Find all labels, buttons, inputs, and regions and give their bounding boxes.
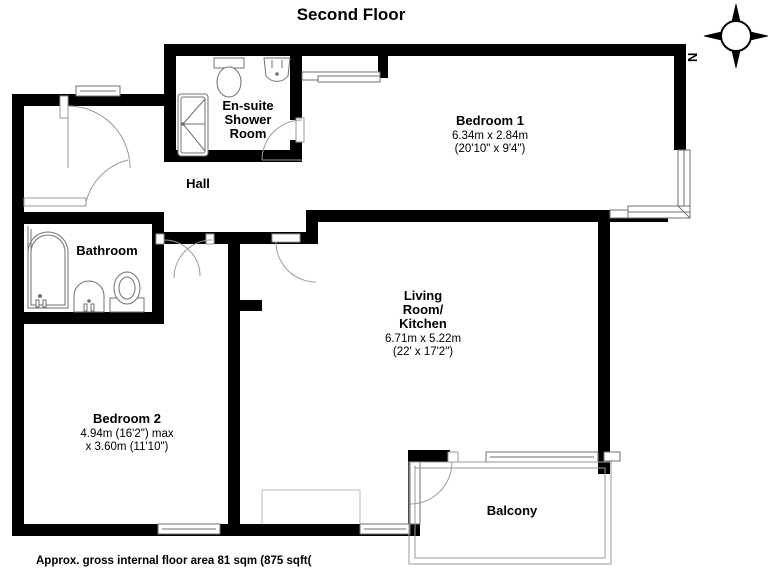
wall-bathroom-bottom bbox=[12, 312, 164, 324]
bedroom1-name: Bedroom 1 bbox=[456, 113, 524, 128]
wall-topleft-horizontal bbox=[12, 94, 164, 106]
toilet-icon-ensuite bbox=[213, 57, 245, 98]
fixtures-group bbox=[27, 57, 291, 313]
wall-right-bed1 bbox=[674, 44, 686, 150]
ensuite-name-1: En-suite bbox=[222, 98, 273, 113]
wall-bed2-left bbox=[12, 312, 24, 536]
ensuite-name-2: Shower bbox=[225, 112, 272, 127]
compass-north-label: N bbox=[685, 53, 700, 62]
bedroom2-name: Bedroom 2 bbox=[93, 411, 161, 426]
doors-group bbox=[23, 95, 459, 524]
bedroom2-dim-imperial: x 3.60m (11'10") bbox=[86, 441, 169, 453]
kitchen-partition-line bbox=[261, 489, 361, 524]
wall-top-main bbox=[164, 44, 686, 56]
page-title: Second Floor bbox=[297, 5, 406, 24]
shower-tray-icon bbox=[177, 93, 209, 157]
wall-left-outer-upper bbox=[12, 94, 24, 224]
door-store bbox=[59, 95, 131, 169]
wall-central-vertical bbox=[228, 232, 240, 524]
door-balcony bbox=[409, 451, 459, 505]
bedroom2-dim-metric: 4.94m (16'2") max bbox=[80, 428, 173, 440]
living-name-1: Living bbox=[404, 288, 442, 303]
room-label-living: Living Room/ Kitchen 6.71m x 5.22m (22' … bbox=[385, 288, 461, 358]
bedroom1-dim-metric: 6.34m x 2.84m bbox=[452, 130, 528, 142]
bedroom1-dim-imperial: (20'10" x 9'4") bbox=[455, 143, 526, 155]
wall-ensuite-right bbox=[290, 56, 302, 120]
window-bed2-bottom bbox=[157, 523, 221, 535]
window-living-right-upper bbox=[609, 209, 629, 219]
compass-rose: N bbox=[685, 3, 768, 69]
living-name-3: Kitchen bbox=[399, 316, 447, 331]
wall-closet-right bbox=[378, 56, 388, 78]
room-label-bedroom1: Bedroom 1 6.34m x 2.84m (20'10" x 9'4") bbox=[452, 113, 528, 155]
door-living bbox=[271, 233, 317, 283]
wall-bathroom-right bbox=[152, 212, 164, 324]
wall-bathroom-left bbox=[12, 212, 24, 336]
wall-living-top bbox=[306, 210, 610, 222]
wall-central-stub bbox=[228, 300, 262, 311]
windows-group bbox=[75, 71, 691, 565]
door-store-inner bbox=[23, 159, 129, 207]
window-living-bottom bbox=[359, 523, 411, 535]
window-bed1-bay bbox=[627, 149, 691, 219]
balcony-outline bbox=[408, 461, 612, 565]
wall-ensuite-left bbox=[164, 44, 176, 162]
wall-living-right bbox=[598, 210, 610, 460]
bathtub-icon bbox=[27, 226, 69, 309]
wash-basin-icon-bathroom bbox=[73, 280, 105, 313]
toilet-icon-bathroom bbox=[109, 271, 145, 313]
living-name-2: Room/ bbox=[403, 302, 444, 317]
balcony-name: Balcony bbox=[487, 503, 538, 518]
wash-basin-icon-ensuite bbox=[263, 57, 291, 82]
door-ensuite bbox=[261, 117, 305, 161]
floor-area-footer: Approx. gross internal floor area 81 sqm… bbox=[36, 555, 312, 567]
window-living-right-lower bbox=[603, 451, 621, 462]
wall-hall-bottom-left bbox=[164, 232, 212, 244]
wall-living-bottom-step-h bbox=[408, 450, 450, 462]
room-label-bedroom2: Bedroom 2 4.94m (16'2") max x 3.60m (11'… bbox=[80, 411, 173, 453]
hall-name: Hall bbox=[186, 176, 210, 191]
door-bathroom bbox=[155, 233, 201, 277]
wall-store-bottom bbox=[12, 212, 164, 224]
living-dim-imperial: (22' x 17'2") bbox=[393, 346, 453, 358]
door-bedroom2 bbox=[173, 233, 215, 279]
bathroom-name: Bathroom bbox=[76, 243, 137, 258]
window-store-top bbox=[75, 85, 121, 97]
ensuite-name-3: Room bbox=[230, 126, 267, 141]
window-balcony-glazing bbox=[485, 451, 599, 463]
closet-sliding-doors-bed1 bbox=[301, 71, 381, 83]
living-dim-metric: 6.71m x 5.22m bbox=[385, 333, 461, 345]
room-label-ensuite: En-suite Shower Room bbox=[222, 98, 273, 141]
